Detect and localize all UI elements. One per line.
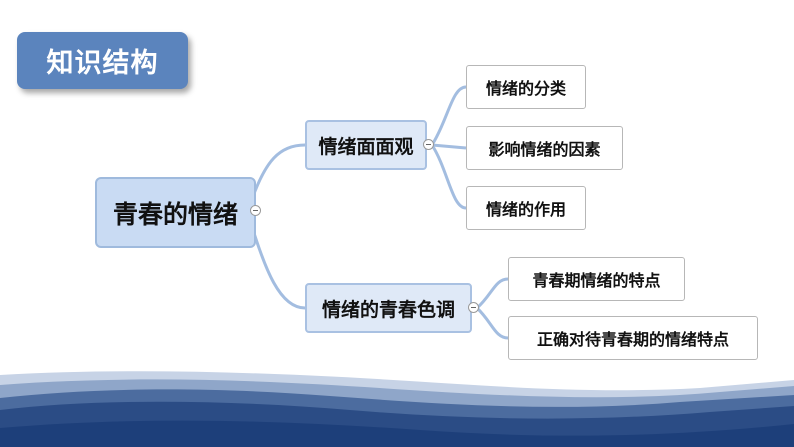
branch-node[interactable]: 情绪的青春色调 [305,283,472,333]
leaf-node[interactable]: 情绪的作用 [466,186,586,230]
leaf-node[interactable]: 影响情绪的因素 [466,126,623,170]
branch-node[interactable]: 情绪面面观 [305,120,427,170]
connector-root-branch2 [248,219,306,310]
leaf-node[interactable]: 正确对待青春期的情绪特点 [508,316,758,360]
decorative-wave-footer [0,371,794,447]
collapse-toggle-icon[interactable] [423,139,434,150]
connector-branch1-leaf1 [430,85,467,146]
collapse-toggle-icon[interactable] [468,302,479,313]
section-title: 知识结构 [17,32,188,89]
connector-branch2-leaf5 [475,306,509,340]
connector-branch1-leaf3 [430,144,467,210]
leaf-node[interactable]: 青春期情绪的特点 [508,257,685,301]
connector-root-branch1 [248,143,306,206]
collapse-toggle-icon[interactable] [250,205,261,216]
leaf-node[interactable]: 情绪的分类 [466,65,586,109]
mindmap-root[interactable]: 青春的情绪 [95,177,256,248]
connector-branch2-leaf4 [475,277,509,310]
connector-branch1-leaf2 [431,143,467,150]
